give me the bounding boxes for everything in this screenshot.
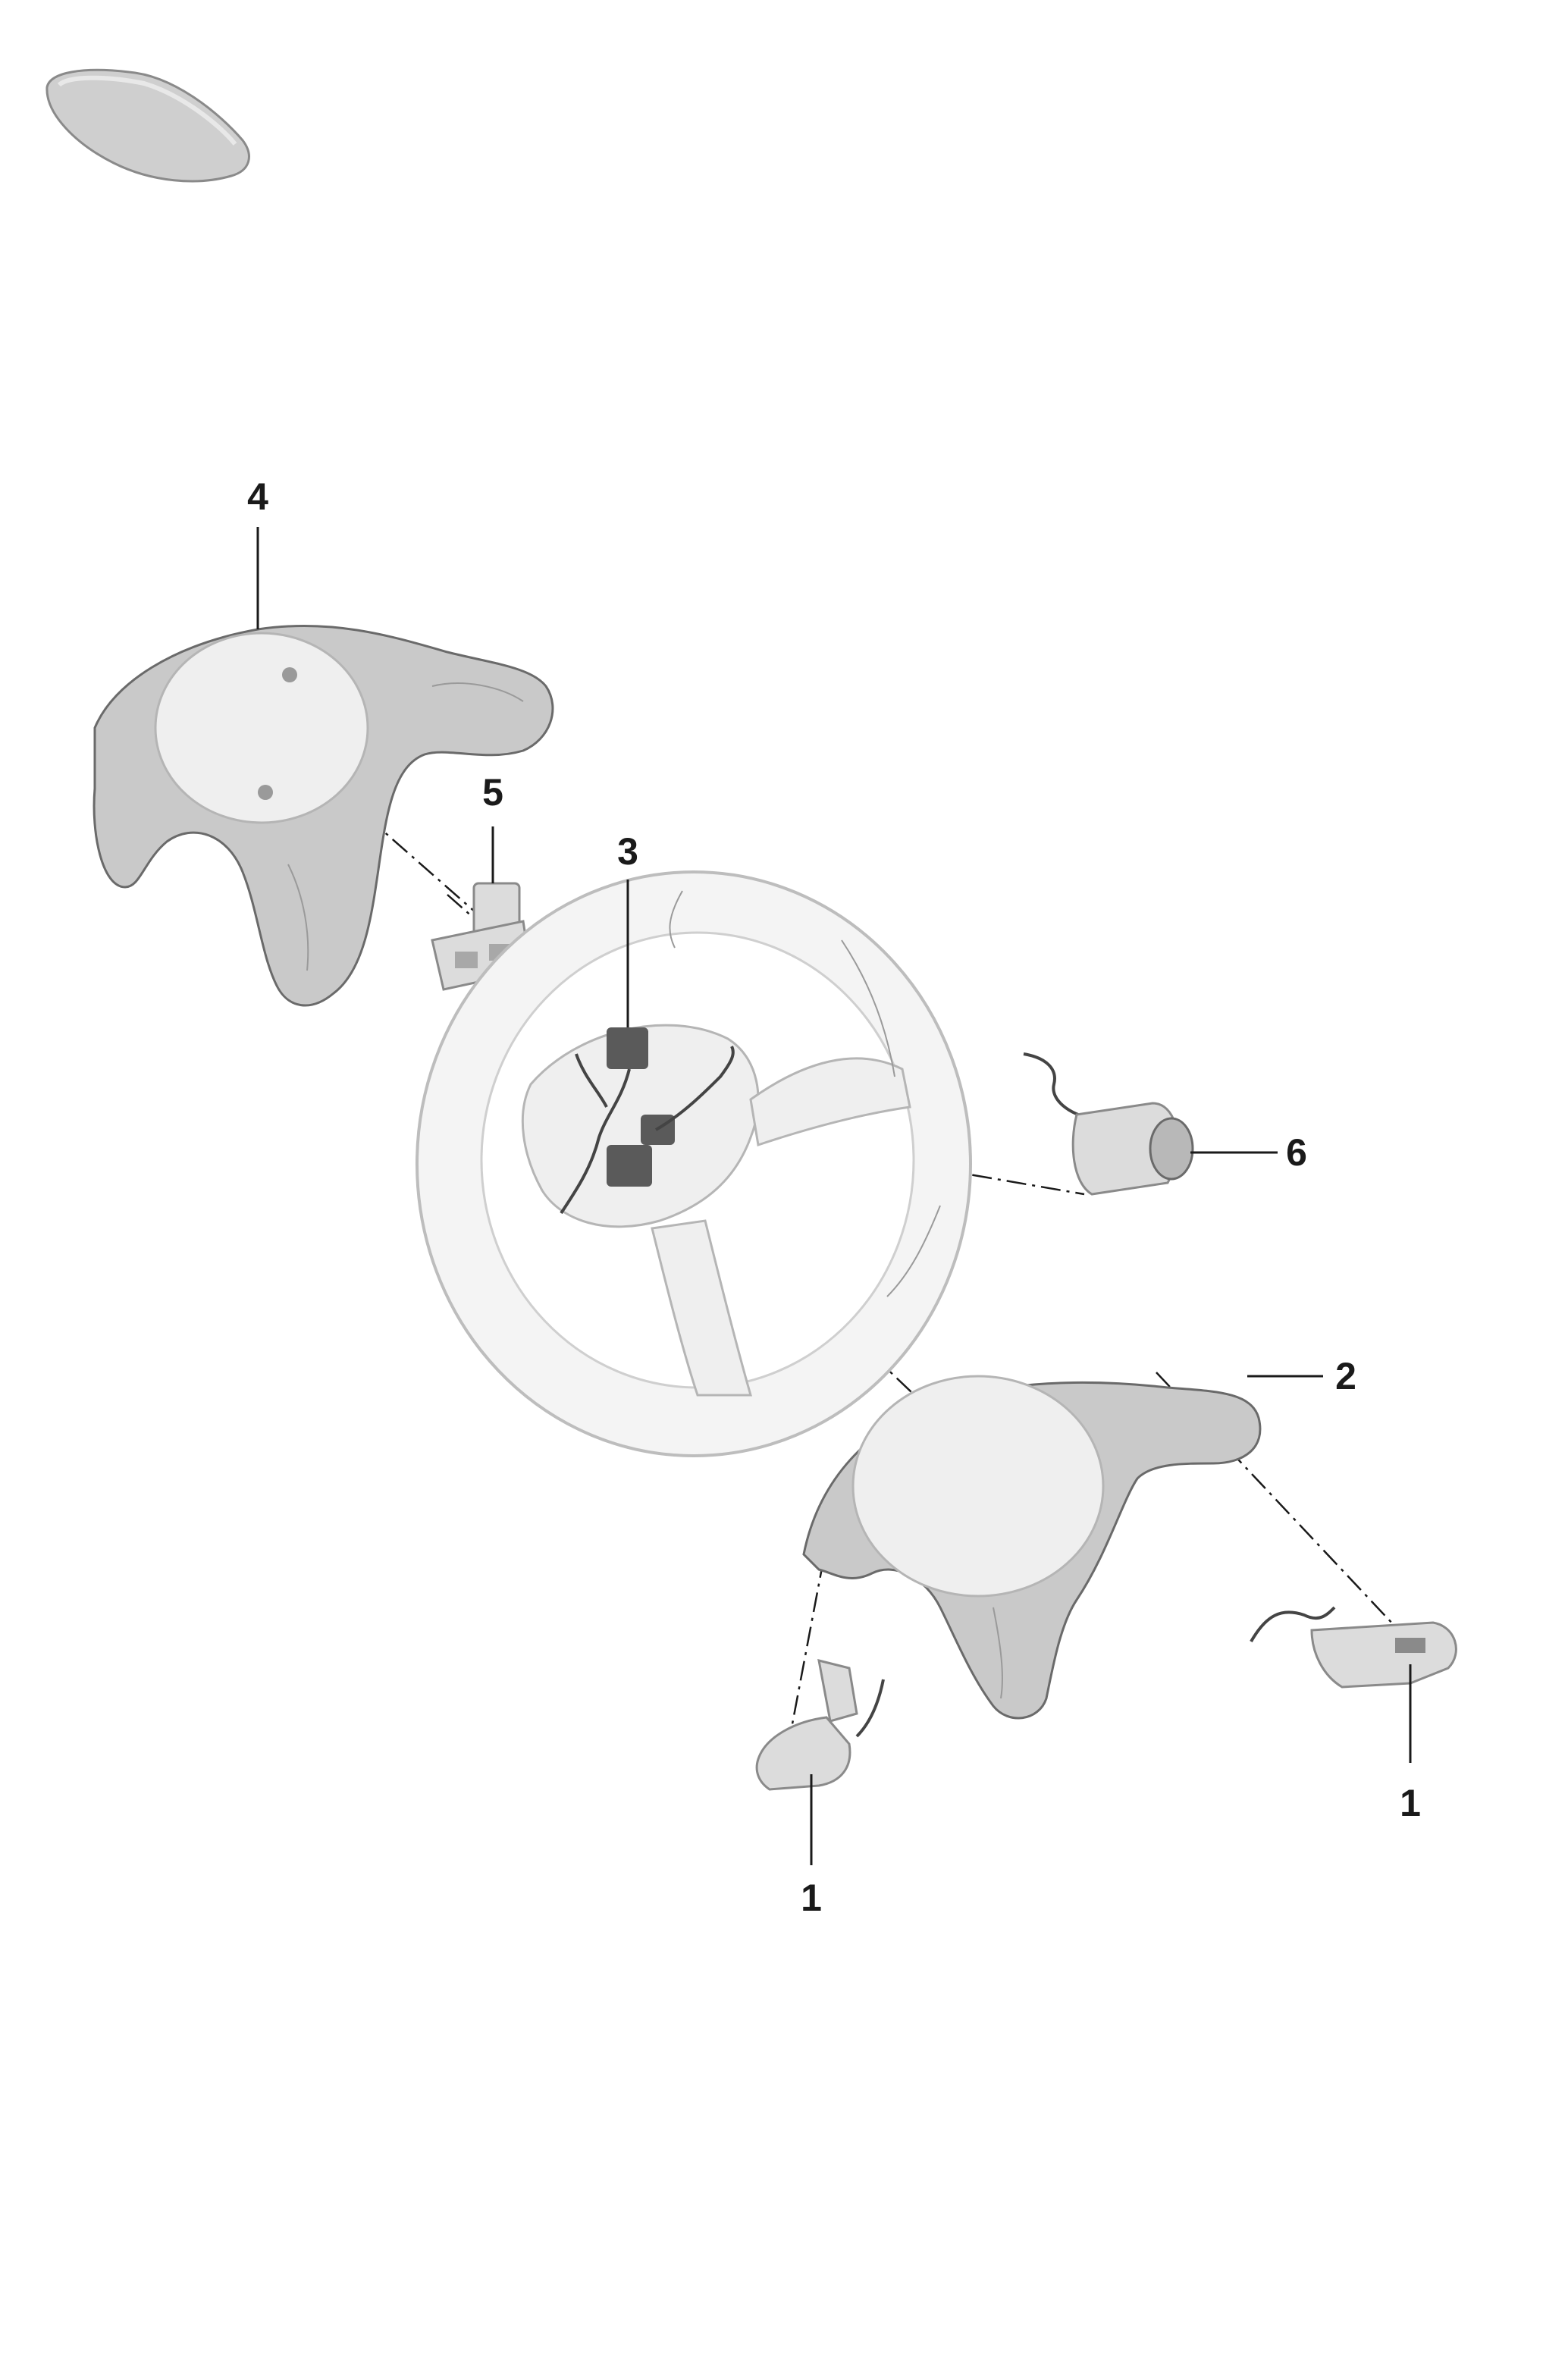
assembly-line-1b	[1156, 1372, 1396, 1627]
front-trim-opening	[851, 1375, 1105, 1598]
callout-5: 5	[482, 771, 503, 814]
callout-4: 4	[247, 475, 268, 518]
callout-3: 3	[617, 830, 638, 873]
vehicle-silhouette-icon	[45, 68, 250, 183]
callout-leaders	[256, 527, 1412, 1865]
steering-wheel	[416, 870, 972, 1457]
callout-1-right: 1	[1400, 1782, 1421, 1824]
multifunction-switch-right	[1250, 1606, 1457, 1689]
callout-6: 6	[1286, 1131, 1307, 1174]
rear-trim-opening	[154, 632, 369, 824]
multifunction-switch-left	[755, 1658, 885, 1791]
callout-2: 2	[1335, 1355, 1356, 1397]
rear-trim-cover	[93, 624, 554, 1007]
side-switch	[1023, 1052, 1194, 1196]
front-trim-cover	[802, 1375, 1262, 1720]
callout-numbers: 4 5 3 6 2 1 1	[247, 475, 1421, 1919]
callout-1-left: 1	[801, 1877, 822, 1919]
wiring-harness	[560, 1027, 735, 1215]
